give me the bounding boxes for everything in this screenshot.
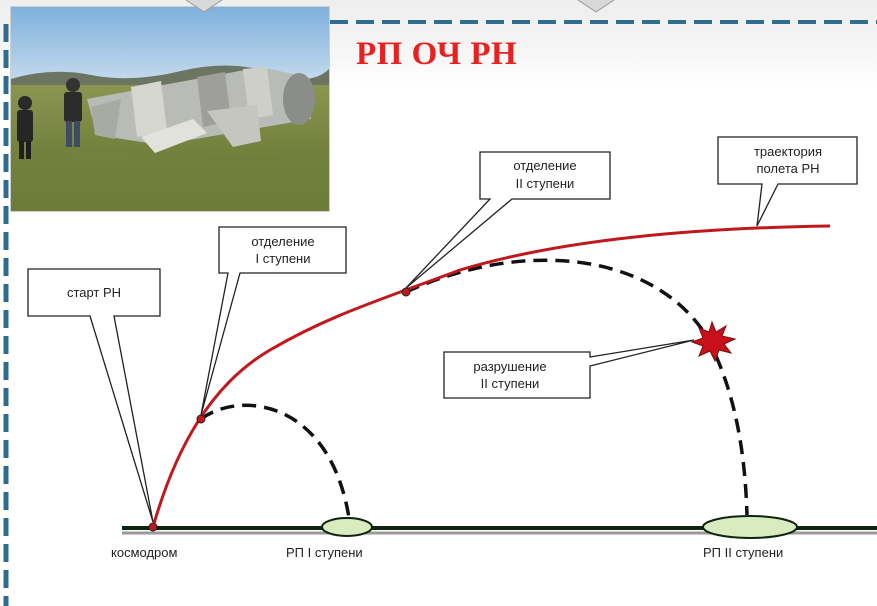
- callout-trajectory-line1: траектория: [754, 144, 822, 159]
- callout-stage2-line1: отделение: [513, 158, 576, 173]
- trajectory-curve: [151, 224, 831, 528]
- launch-point: [148, 522, 158, 532]
- callout-stage1-separation: отделение I ступени: [200, 226, 347, 416]
- callout-stage2-separation: отделение II ступени: [405, 151, 611, 289]
- slide-border: [3, 0, 877, 606]
- stage1-separation-point: [196, 414, 206, 424]
- page-title: РП ОЧ РН: [356, 36, 518, 72]
- wreckage-photo: [10, 6, 330, 212]
- callout-stage1-line2: I ступени: [255, 251, 310, 266]
- callout-trajectory: траектория полета РН: [717, 136, 858, 227]
- header-ornament-left: [185, 0, 223, 13]
- explosion-icon: [690, 320, 737, 363]
- label-cosmodrome: космодром: [111, 545, 177, 560]
- callout-destruction-line1: разрушение: [473, 359, 546, 374]
- impact-zone-stage2: [702, 515, 798, 539]
- callout-stage2-line2: II ступени: [516, 176, 575, 191]
- stage2-fall-path: [405, 258, 749, 516]
- header-ornament-right: [577, 0, 615, 13]
- callout-launch-label: старт РН: [67, 285, 121, 300]
- label-impact-stage1: РП I ступени: [286, 545, 363, 560]
- rocket-stage-wreckage-photo-icon: [11, 7, 329, 211]
- callout-launch: старт РН: [27, 268, 161, 523]
- callout-trajectory-line2: полета РН: [756, 161, 819, 176]
- label-impact-stage2: РП II ступени: [703, 545, 783, 560]
- stage2-separation-point: [401, 287, 411, 297]
- callout-destruction-line2: II ступени: [481, 376, 540, 391]
- callout-stage1-line1: отделение: [251, 234, 314, 249]
- stage1-fall-path: [199, 403, 351, 519]
- impact-zone-stage1: [321, 517, 373, 537]
- callout-stage2-destruction: разрушение II ступени: [443, 339, 695, 399]
